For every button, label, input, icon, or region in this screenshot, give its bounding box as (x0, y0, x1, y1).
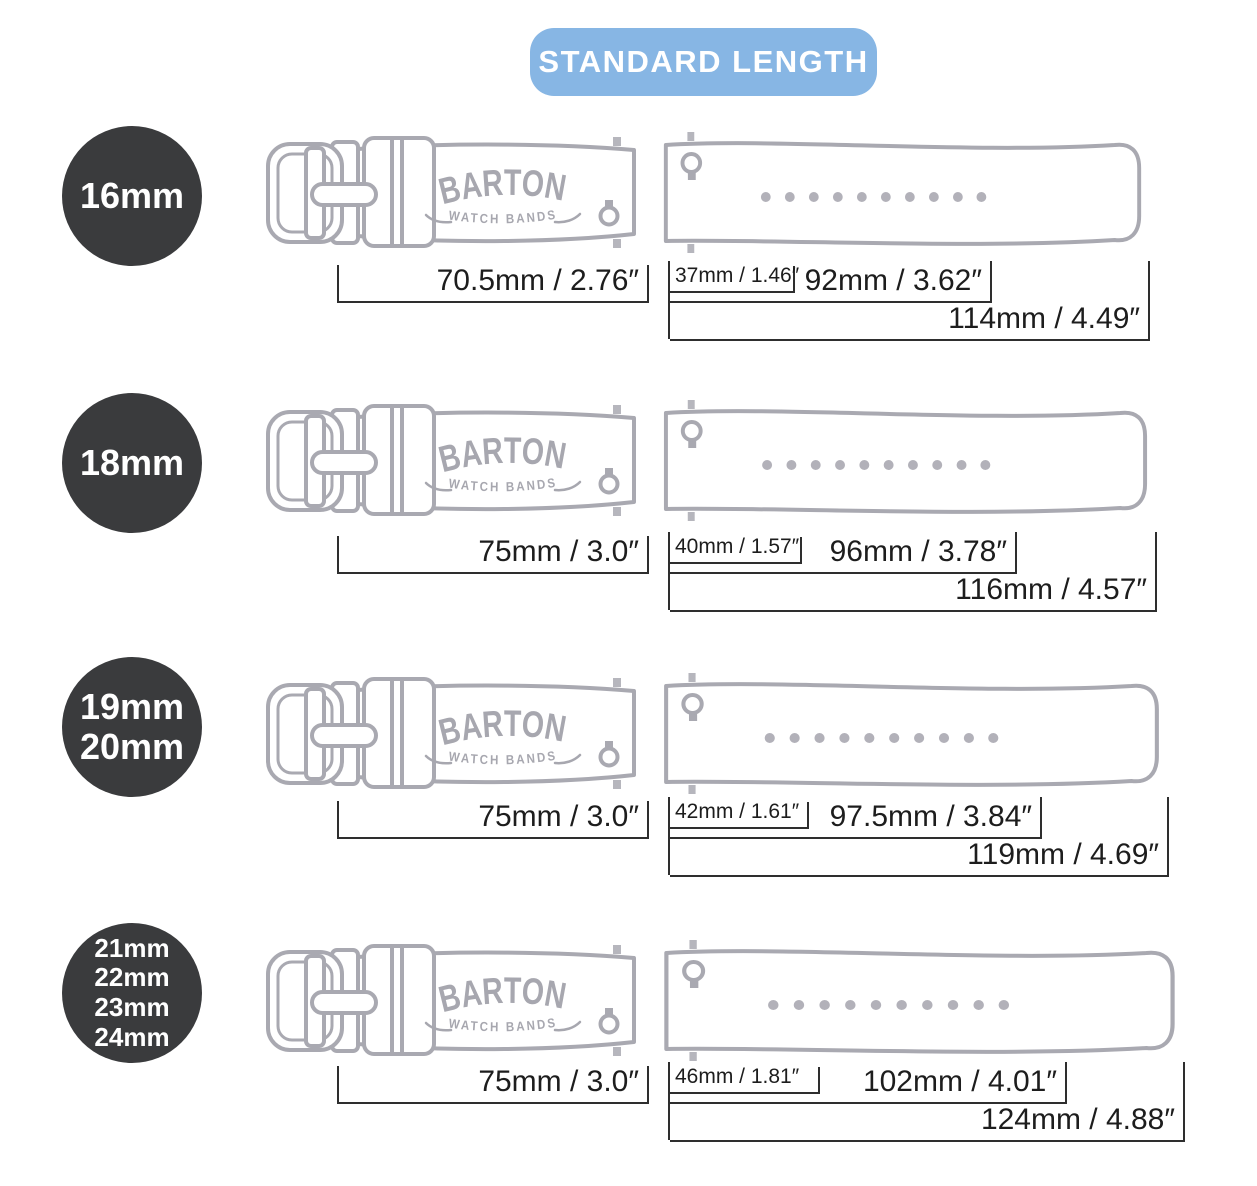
size-circle-18mm: 18mm (62, 393, 202, 533)
buckle-strap-drawing: BARTON WATCH BANDS (266, 676, 636, 791)
total-length-label: 116mm / 4.57″ (955, 573, 1147, 606)
buckle-length-label: 75mm / 3.0″ (478, 1065, 639, 1098)
buckle-strap-drawing: BARTON WATCH BANDS (266, 135, 636, 250)
buckle-length-label: 75mm / 3.0″ (478, 535, 639, 568)
buckle-length-dim: 75mm / 3.0″ (337, 1065, 649, 1104)
lug-dim: 40mm / 1.57″ (670, 535, 802, 564)
dim-tick (668, 532, 670, 610)
hole-length-label: 102mm / 4.01″ (862, 1065, 1057, 1098)
size-circle-21-24mm: 21mm 22mm 23mm 24mm (62, 923, 202, 1063)
dim-tick (668, 261, 670, 339)
hole-length-label: 97.5mm / 3.84″ (829, 800, 1032, 833)
lug-dim: 42mm / 1.61″ (670, 800, 809, 829)
svg-text:WATCH BANDS: WATCH BANDS (448, 475, 558, 495)
buckle-length-dim: 75mm / 3.0″ (337, 535, 649, 574)
buckle-strap-drawing: BARTON WATCH BANDS (266, 403, 636, 518)
buckle-length-label: 70.5mm / 2.76″ (436, 264, 639, 297)
hole-length-label: 96mm / 3.78″ (829, 535, 1007, 568)
total-length-label: 124mm / 4.88″ (980, 1103, 1175, 1136)
size-label: 23mm (94, 992, 170, 1022)
hole-strap-drawing (663, 398, 1148, 523)
buckle-strap-drawing: BARTON WATCH BANDS (266, 943, 636, 1058)
lug-label: 42mm / 1.61″ (675, 800, 800, 823)
size-label: 20mm (79, 726, 185, 767)
size-label: 19mm (79, 685, 185, 727)
buckle-length-dim: 70.5mm / 2.76″ (337, 264, 649, 303)
logo-tagline: WATCH BANDS (448, 1015, 556, 1035)
hole-length-dim: 97.5mm / 3.84″ (670, 797, 1042, 839)
size-label: 22mm (94, 962, 170, 993)
dim-tick (668, 1062, 670, 1140)
hole-strap-drawing (658, 671, 1166, 796)
total-length-dim: 114mm / 4.49″ (670, 261, 1150, 341)
lug-label: 46mm / 1.81″ (675, 1065, 800, 1088)
size-circle-19-20mm: 19mm 20mm (62, 657, 202, 797)
hole-length-dim: 102mm / 4.01″ (670, 1062, 1067, 1104)
total-length-dim: 119mm / 4.69″ (670, 797, 1169, 877)
lug-label: 37mm / 1.46″ (675, 264, 800, 287)
lug-dim: 46mm / 1.81″ (670, 1065, 820, 1094)
buckle-length-dim: 75mm / 3.0″ (337, 800, 649, 839)
size-label: 21mm (94, 932, 170, 963)
svg-text:WATCH BANDS: WATCH BANDS (448, 748, 558, 768)
logo-tagline: WATCH BANDS (448, 748, 556, 768)
total-length-label: 114mm / 4.49″ (948, 302, 1140, 335)
standard-length-badge: STANDARD LENGTH (530, 28, 877, 96)
hole-length-label: 92mm / 3.62″ (804, 264, 982, 297)
size-circle-16mm: 16mm (62, 126, 202, 266)
lug-dim: 37mm / 1.46″ (670, 264, 799, 293)
size-label: 18mm (79, 441, 185, 483)
logo-tagline: WATCH BANDS (448, 475, 556, 495)
svg-text:WATCH BANDS: WATCH BANDS (448, 207, 558, 227)
buckle-length-label: 75mm / 3.0″ (478, 800, 639, 833)
hole-strap-drawing (658, 938, 1182, 1063)
hole-length-dim: 92mm / 3.62″ (670, 261, 992, 303)
total-length-dim: 124mm / 4.88″ (670, 1062, 1185, 1142)
hole-length-dim: 96mm / 3.78″ (670, 532, 1017, 574)
logo-tagline: WATCH BANDS (448, 207, 556, 227)
total-length-dim: 116mm / 4.57″ (670, 532, 1157, 612)
size-label: 16mm (79, 174, 185, 216)
total-length-label: 119mm / 4.69″ (967, 838, 1159, 871)
hole-strap-drawing (663, 130, 1142, 255)
dim-tick (668, 797, 670, 875)
svg-text:WATCH BANDS: WATCH BANDS (448, 1015, 558, 1035)
size-label: 24mm (94, 1021, 170, 1052)
lug-label: 40mm / 1.57″ (675, 535, 800, 558)
